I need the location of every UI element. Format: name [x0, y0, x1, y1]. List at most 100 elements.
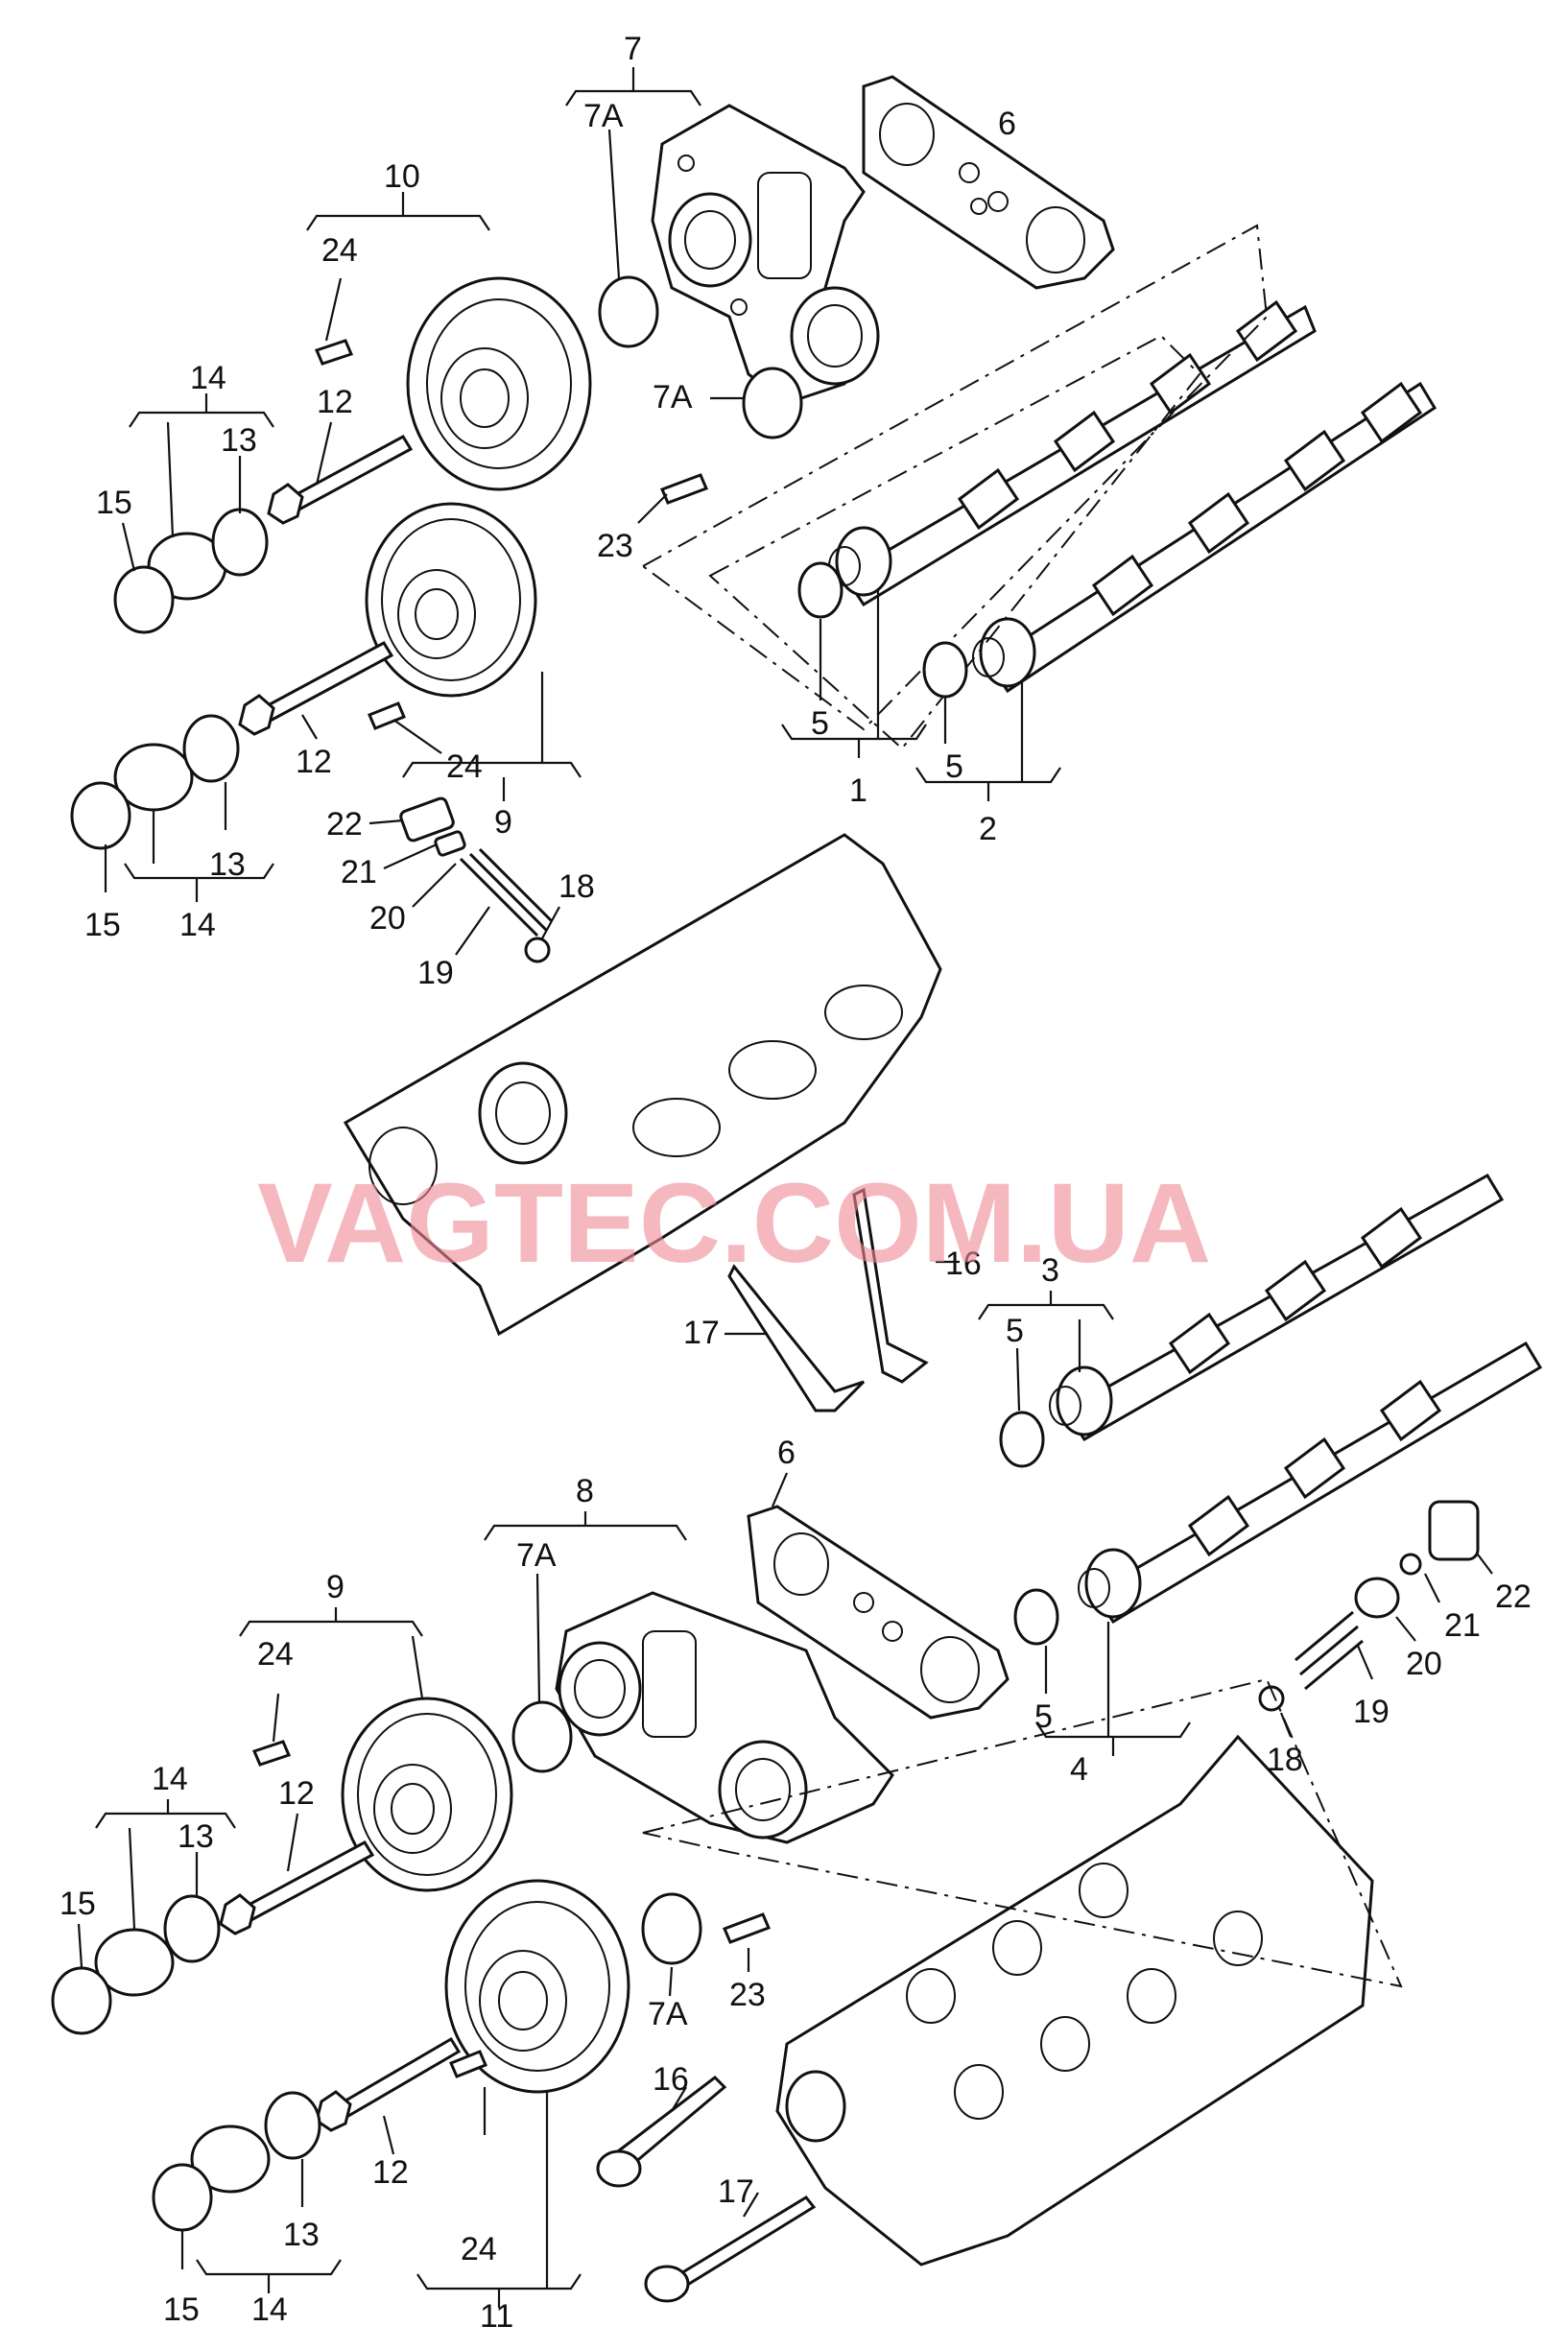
ring-5-lower-b — [1013, 1588, 1059, 1646]
bolt-12-lower-a — [237, 1840, 375, 1924]
callout-23-a: 23 — [597, 528, 633, 564]
callout-labels: 7 7A 6 10 24 7A 14 13 12 15 23 5 5 12 24… — [59, 31, 1532, 2335]
callout-4: 4 — [1070, 1751, 1088, 1788]
callout-12-a: 12 — [317, 384, 353, 420]
camshaft-housing-lower — [555, 1591, 894, 1844]
callout-12-b: 12 — [296, 744, 332, 780]
bolt-12-upper-a — [285, 435, 414, 513]
callout-9-b: 9 — [326, 1569, 344, 1605]
callout-20-b: 20 — [1406, 1646, 1442, 1682]
callout-12-d: 12 — [372, 2154, 409, 2191]
spring-19-lower — [1295, 1610, 1364, 1691]
bolt-12-lower-b — [333, 2036, 462, 2122]
callout-2: 2 — [979, 811, 997, 847]
reference-frame-upper-inner — [708, 334, 1201, 750]
callout-3: 3 — [1041, 1252, 1059, 1289]
bolt-23-lower — [723, 1912, 771, 1944]
camshaft-housing-upper — [651, 104, 880, 405]
callout-24-c: 24 — [257, 1636, 294, 1673]
seal-7A-upper-a — [598, 275, 659, 348]
valve-17-lower — [669, 2196, 817, 2291]
callout-13-a: 13 — [221, 422, 257, 459]
ring-5-upper-b — [922, 641, 968, 699]
seal-13-lower-a — [163, 1894, 221, 1963]
retainer-21-lower — [1399, 1553, 1422, 1576]
callout-24-b: 24 — [446, 748, 483, 785]
bolt-24-lower-b — [449, 2050, 487, 2078]
callout-22-b: 22 — [1495, 1579, 1532, 1615]
callout-20-a: 20 — [369, 900, 406, 937]
sprocket-9-lower — [341, 1697, 513, 1892]
seal-7A-lower-b — [641, 1892, 702, 1965]
cap-14-lower-a — [94, 1928, 175, 1997]
camshaft-upper-1 — [828, 299, 1317, 607]
ring-15-lower-b — [152, 2163, 213, 2232]
callout-14-b: 14 — [179, 907, 216, 943]
bolt-12-upper-b — [256, 641, 394, 724]
callout-14-d: 14 — [251, 2291, 288, 2328]
callout-19-a: 19 — [417, 955, 454, 991]
callout-14-c: 14 — [152, 1761, 188, 1797]
callout-24-d: 24 — [461, 2231, 497, 2267]
callout-21-b: 21 — [1444, 1607, 1481, 1644]
tappet-22-lower — [1428, 1500, 1480, 1561]
callout-5-d: 5 — [1034, 1698, 1053, 1735]
ring-15-upper-a — [113, 565, 175, 634]
seal-13-upper-a — [211, 508, 269, 577]
callout-7: 7 — [624, 31, 642, 67]
callout-13-d: 13 — [283, 2217, 320, 2253]
callout-6-b: 6 — [777, 1435, 796, 1471]
callout-7A-b: 7A — [653, 379, 693, 415]
ring-15-lower-a — [51, 1966, 112, 2035]
callout-5-c: 5 — [1006, 1313, 1024, 1349]
gasket-upper — [862, 75, 1115, 290]
cylinder-head-lower — [775, 1734, 1374, 2267]
callout-16-b: 16 — [653, 2061, 689, 2098]
callout-5-b: 5 — [945, 748, 963, 785]
valve-16-upper — [852, 1187, 929, 1384]
callout-16-a: 16 — [945, 1246, 982, 1282]
ring-5-upper-a — [797, 561, 843, 619]
callout-18-a: 18 — [558, 868, 595, 905]
retainer-21-upper — [434, 830, 466, 857]
sprocket-9-upper — [365, 502, 537, 698]
callout-17-a: 17 — [683, 1315, 720, 1351]
seal-7A-upper-b — [742, 367, 803, 439]
callout-21-a: 21 — [341, 854, 377, 890]
callout-11: 11 — [480, 2298, 513, 2335]
leader-lines — [77, 67, 1493, 2308]
reference-frame-lower — [642, 1677, 1403, 1988]
callout-23-b: 23 — [729, 1977, 766, 2013]
gasket-lower — [747, 1505, 1010, 1720]
sprocket-10 — [406, 276, 592, 491]
bolt-24-upper-a — [314, 339, 354, 366]
cylinder-head-upper — [343, 833, 942, 1337]
callout-7A-d: 7A — [648, 1996, 688, 2032]
camshaft-lower-3 — [1049, 1173, 1505, 1441]
cap-14-upper-b — [113, 743, 194, 812]
spring-19-upper — [459, 847, 554, 938]
callout-8: 8 — [576, 1473, 594, 1509]
ring-5-lower-a — [999, 1411, 1045, 1468]
seal-7A-lower-a — [511, 1700, 573, 1773]
callout-15-c: 15 — [59, 1886, 96, 1922]
callout-19-b: 19 — [1353, 1694, 1390, 1730]
bolt-23-upper — [660, 473, 708, 505]
camshaft-upper-2 — [972, 381, 1437, 694]
callout-17-b: 17 — [718, 2173, 754, 2210]
seal-13-lower-b — [264, 2091, 321, 2160]
callout-10: 10 — [384, 158, 420, 195]
callout-13-b: 13 — [209, 846, 246, 883]
callout-1: 1 — [849, 772, 867, 809]
sprocket-11 — [444, 1879, 630, 2094]
seal-13-upper-b — [182, 714, 240, 783]
callout-15-a: 15 — [96, 485, 132, 521]
cap-14-lower-b — [190, 2124, 271, 2194]
callout-18-b: 18 — [1267, 1742, 1303, 1778]
bolt-24-upper-b — [368, 701, 406, 730]
callout-14-a: 14 — [190, 360, 226, 396]
watermark: VAGTEC.COM.UA — [257, 1160, 1211, 1287]
callout-5-a: 5 — [811, 705, 829, 742]
callout-22-a: 22 — [326, 806, 363, 843]
